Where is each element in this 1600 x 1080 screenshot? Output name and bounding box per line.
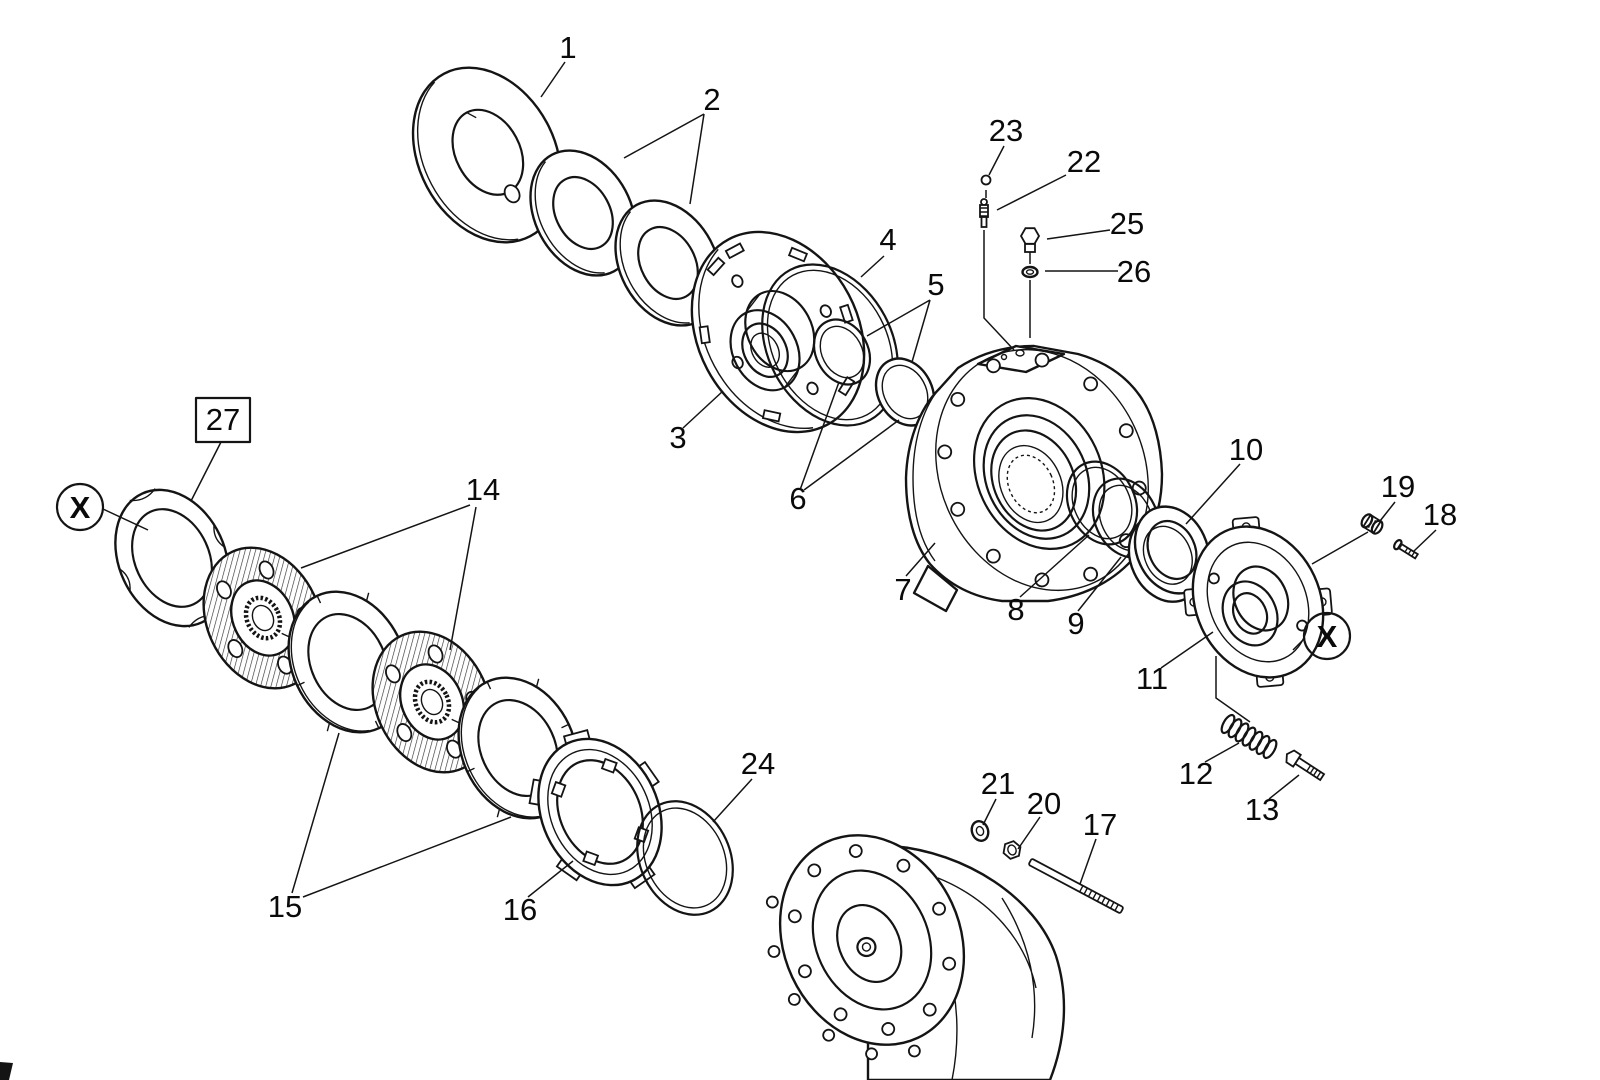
part-25-bolt bbox=[1019, 227, 1041, 253]
part-label-7: 7 bbox=[894, 572, 911, 607]
leader-lines bbox=[190, 61, 1437, 898]
part-label-26: 26 bbox=[1117, 254, 1151, 289]
part-1-disc bbox=[411, 66, 563, 244]
housing-bolt-holes bbox=[937, 352, 1147, 588]
part-label-19: 19 bbox=[1381, 469, 1415, 504]
reference-marker-x-right: X bbox=[1302, 611, 1352, 661]
part-label-3: 3 bbox=[669, 420, 686, 455]
part-24-ring bbox=[636, 800, 734, 916]
part-16-pressure-plate bbox=[528, 729, 663, 890]
part-19-bushing bbox=[1360, 513, 1384, 535]
reference-marker-x-left: X bbox=[55, 482, 105, 532]
part-27-wave-disc bbox=[114, 488, 230, 628]
part-label-10: 10 bbox=[1229, 432, 1263, 467]
part-label-12: 12 bbox=[1179, 756, 1213, 791]
part-4-o-ring bbox=[761, 263, 899, 427]
x-marker-label: X bbox=[70, 490, 91, 525]
part-label-16: 16 bbox=[503, 892, 537, 927]
part-11-end-cover bbox=[1183, 516, 1333, 688]
axle-housing-assembly bbox=[765, 834, 1066, 1080]
part-label-22: 22 bbox=[1067, 144, 1101, 179]
part-23-plug bbox=[980, 174, 992, 186]
part-label-25: 25 bbox=[1110, 206, 1144, 241]
part-label-18: 18 bbox=[1423, 497, 1457, 532]
part-label-11: 11 bbox=[1136, 661, 1168, 696]
part-label-17: 17 bbox=[1083, 807, 1117, 842]
part-2-ring-a bbox=[529, 149, 637, 277]
boxed-part-label-27: 27 bbox=[194, 396, 252, 444]
part-3-hub-carrier bbox=[690, 230, 866, 434]
part-7-brake-housing bbox=[904, 344, 1164, 613]
part-18-screw bbox=[1393, 539, 1420, 560]
part-label-4: 4 bbox=[879, 222, 896, 257]
cropped-corner-glyph bbox=[0, 1062, 13, 1080]
part-5-ring-a bbox=[812, 318, 872, 386]
part-21-washer bbox=[970, 820, 990, 842]
part-label-13: 13 bbox=[1245, 792, 1279, 827]
part-label-6: 6 bbox=[789, 481, 806, 516]
part-12-spring bbox=[1220, 713, 1278, 760]
part-number-labels: 1 2 3 4 5 6 7 8 9 10 11 12 13 14 15 16 1… bbox=[268, 30, 1457, 927]
axle-mounting-face bbox=[765, 834, 966, 1061]
part-label-15: 15 bbox=[268, 889, 302, 924]
part-label-9: 9 bbox=[1067, 606, 1084, 641]
part-label-14: 14 bbox=[466, 472, 500, 507]
assembly-lines bbox=[102, 190, 1369, 723]
part-label-2: 2 bbox=[703, 82, 720, 117]
part-20-nut bbox=[1002, 840, 1022, 860]
part-26-washer bbox=[1021, 265, 1039, 279]
part-label-24: 24 bbox=[741, 746, 775, 781]
part-label-5: 5 bbox=[927, 267, 944, 302]
hub-rim-slots bbox=[698, 242, 856, 423]
part-label-23: 23 bbox=[989, 113, 1023, 148]
housing-face bbox=[935, 348, 1149, 592]
part-label-27: 27 bbox=[206, 402, 240, 437]
part-17-stud bbox=[1028, 858, 1124, 914]
part-22-grease-fitting bbox=[979, 198, 989, 228]
part-label-8: 8 bbox=[1007, 592, 1024, 627]
part-label-21: 21 bbox=[981, 766, 1015, 801]
part-label-20: 20 bbox=[1027, 786, 1061, 821]
part-13-bolt bbox=[1285, 749, 1326, 782]
x-marker-label: X bbox=[1317, 619, 1338, 654]
part-label-1: 1 bbox=[559, 30, 576, 65]
